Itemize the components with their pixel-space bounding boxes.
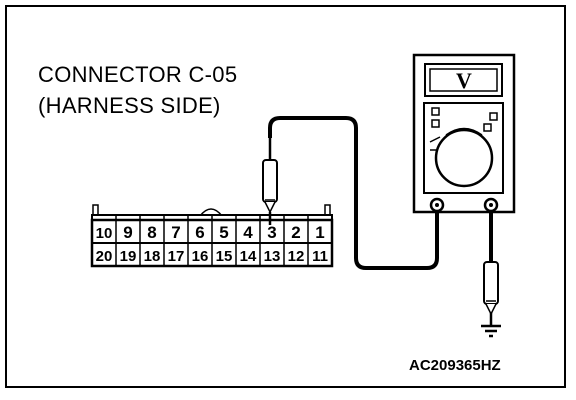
pin-label: 12 [288, 248, 305, 265]
pin-label: 19 [120, 248, 137, 265]
pin-label: 8 [147, 223, 156, 242]
pin-label: 1 [315, 223, 324, 242]
pin-label: 3 [267, 223, 276, 242]
pin-label: 15 [216, 248, 233, 265]
pin-label: 10 [96, 225, 113, 242]
connector-title: CONNECTOR C-05 [38, 62, 238, 87]
pin-label: 20 [96, 248, 113, 265]
pin-label: 16 [192, 248, 209, 265]
pin-label: 17 [168, 248, 185, 265]
voltmeter-icon [412, 53, 516, 214]
test-lead-positive [268, 116, 439, 270]
pin-label: 6 [195, 223, 204, 242]
ground-symbol-icon [481, 324, 501, 338]
pin-label: 11 [312, 248, 328, 265]
pin-label: 7 [171, 223, 180, 242]
connector-pin-cells [115, 220, 309, 266]
test-probe-icon [262, 138, 278, 225]
pin-label: 2 [291, 223, 300, 242]
pin-label: 9 [123, 223, 132, 242]
figure-id-label: AC209365HZ [409, 357, 501, 374]
pin-label: 14 [240, 248, 257, 265]
pin-label: 13 [264, 248, 281, 265]
pin-label: 4 [243, 223, 253, 242]
ground-probe-icon [483, 261, 499, 325]
diagram-frame [5, 5, 566, 388]
pin-label: 18 [144, 248, 161, 265]
meter-display-unit: V [456, 68, 472, 93]
pin-label: 5 [219, 223, 228, 242]
connector-subtitle: (HARNESS SIDE) [38, 93, 221, 118]
